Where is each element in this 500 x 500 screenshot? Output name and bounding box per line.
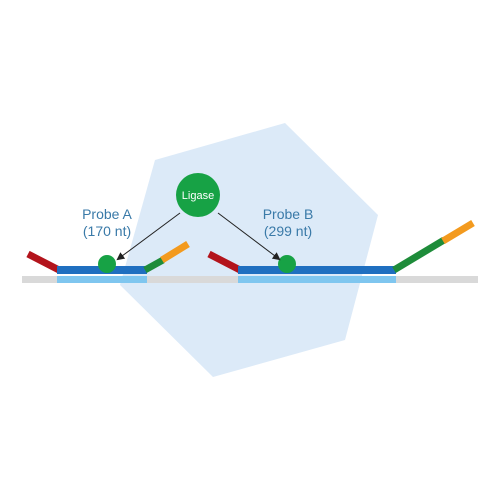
ligase-label: Ligase <box>182 190 214 202</box>
probe-b <box>207 219 475 274</box>
probe-b-ligation-site <box>278 255 296 273</box>
probe-a-orange-tail <box>160 241 190 263</box>
ligase: Ligase <box>176 173 220 217</box>
ligase-circle <box>176 173 220 217</box>
probe-b-length: (299 nt) <box>264 223 312 239</box>
probe-a-length: (170 nt) <box>83 223 131 239</box>
arrow-to-probe-b <box>217 212 281 261</box>
probe-b-body <box>238 266 396 274</box>
target-region-a <box>57 276 147 283</box>
probe-b-orange-tail <box>441 219 475 245</box>
probe-a-green-arm <box>143 256 165 274</box>
probe-b-green-arm <box>392 236 446 274</box>
probe-a <box>26 241 190 274</box>
probe-a-red-arm <box>26 250 61 274</box>
arrow-to-probe-a <box>116 212 181 261</box>
probe-a-ligation-site <box>98 255 116 273</box>
target-region-b <box>238 276 396 283</box>
probe-b-name: Probe B <box>263 206 314 222</box>
probe-b-red-arm <box>207 250 242 274</box>
probe-a-name: Probe A <box>82 206 132 222</box>
background-hexagon <box>120 123 378 377</box>
